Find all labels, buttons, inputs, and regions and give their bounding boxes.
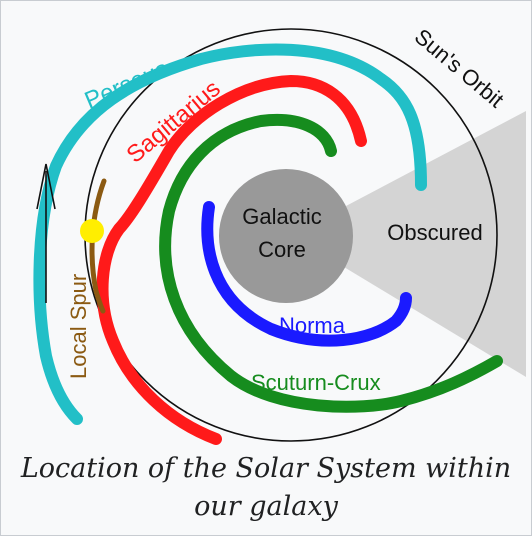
- local-spur-label: Local Spur: [66, 274, 91, 379]
- norma-arm: [201, 201, 412, 347]
- galactic-core-label-line2: Core: [258, 237, 306, 262]
- obscured-region: [291, 111, 526, 377]
- up-arrow-icon: [36, 163, 56, 303]
- scutum-crux-arm: [159, 114, 503, 413]
- local-spur-arm: [89, 178, 107, 314]
- sun-icon: [80, 219, 104, 243]
- figure-caption: Location of the Solar System within our …: [1, 450, 531, 526]
- caption-line-1: Location of the Solar System within: [20, 453, 512, 484]
- caption-line-2: our galaxy: [194, 491, 338, 522]
- norma-label: Norma: [279, 313, 346, 338]
- scutum-crux-label: Scuturn-Crux: [251, 370, 381, 395]
- perseus-label: Perseus: [81, 55, 173, 114]
- galaxy-diagram: Perseus Sagittarius Sun's Orbit Galactic…: [33, 24, 526, 445]
- perseus-arm: [33, 43, 427, 425]
- galactic-core: [219, 169, 353, 303]
- obscured-label: Obscured: [387, 220, 482, 245]
- suns-orbit-label: Sun's Orbit: [410, 24, 509, 113]
- sagittarius-arm: [96, 74, 367, 445]
- galactic-core-label-line1: Galactic: [242, 204, 321, 229]
